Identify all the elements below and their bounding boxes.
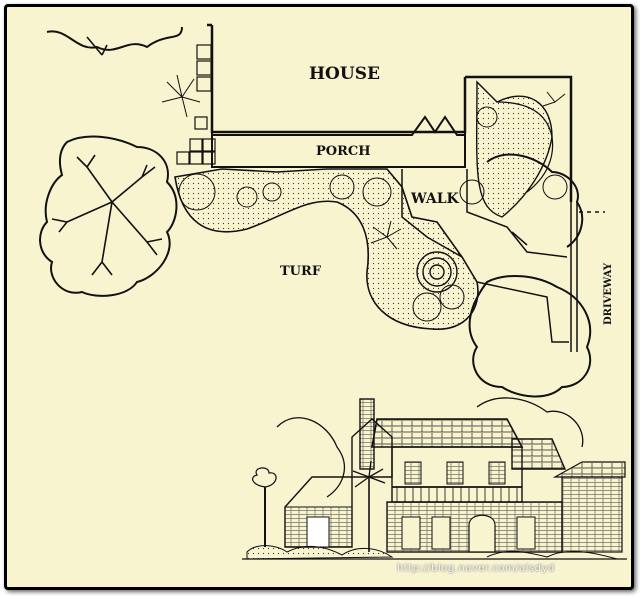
tree-canopies [39,26,592,398]
tree-branches [51,36,163,276]
landscape-plan-drawing: HOUSE PORCH WALK TURF DRIVEWAY [39,23,627,560]
label-turf: TURF [280,264,322,279]
round-fountain [416,251,458,293]
label-porch: PORCH [316,144,371,159]
porch [211,115,466,168]
drawing-frame: HOUSE PORCH WALK TURF DRIVEWAY [4,4,634,590]
right-planting-bed [475,80,553,218]
stepping-pads [176,44,216,165]
label-driveway: DRIVEWAY [603,262,614,325]
right-bed-inner-curve [496,101,554,193]
watermark-url: http://blog.naver.com/alsdyd [397,563,555,574]
driveway-edge [570,202,605,352]
label-house: HOUSE [309,64,380,84]
house-elevation-illustration [242,397,627,560]
walk [401,169,569,343]
label-walk: WALK [410,191,460,207]
shrub-clusters [161,74,568,322]
